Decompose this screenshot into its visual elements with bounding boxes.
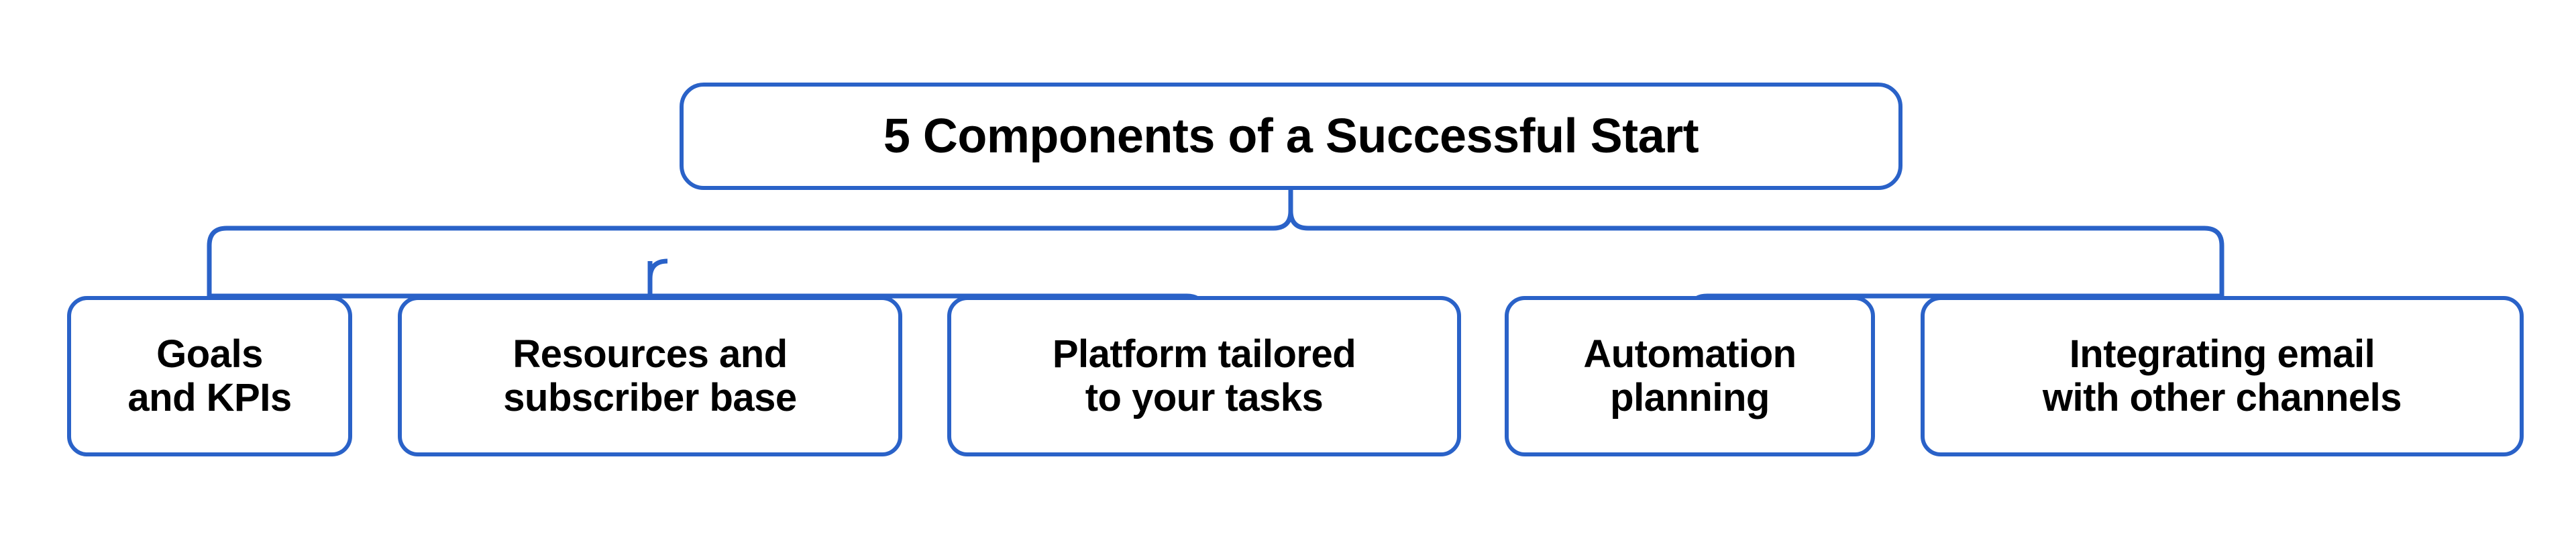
connector-split-left	[207, 210, 1293, 246]
child-node-label: Goals and KPIs	[127, 332, 292, 420]
child-node-label: Platform tailored to your tasks	[1052, 332, 1356, 420]
child-node-resources-and-subscriber-base[interactable]: Resources and subscriber base	[398, 296, 902, 456]
child-node-label: Integrating email with other channels	[2042, 332, 2402, 420]
connector-branch-2	[647, 258, 668, 296]
connector-split-right	[1288, 210, 2224, 246]
child-node-label: Resources and subscriber base	[503, 332, 797, 420]
root-node[interactable]: 5 Components of a Successful Start	[680, 83, 1902, 190]
child-node-platform-tailored-to-your-tasks[interactable]: Platform tailored to your tasks	[947, 296, 1461, 456]
child-node-label: Automation planning	[1583, 332, 1796, 420]
child-node-goals-and-kpis[interactable]: Goals and KPIs	[67, 296, 352, 456]
child-node-automation-planning[interactable]: Automation planning	[1505, 296, 1875, 456]
child-node-integrating-email-with-other-channels[interactable]: Integrating email with other channels	[1921, 296, 2524, 456]
root-node-label: 5 Components of a Successful Start	[883, 109, 1699, 163]
